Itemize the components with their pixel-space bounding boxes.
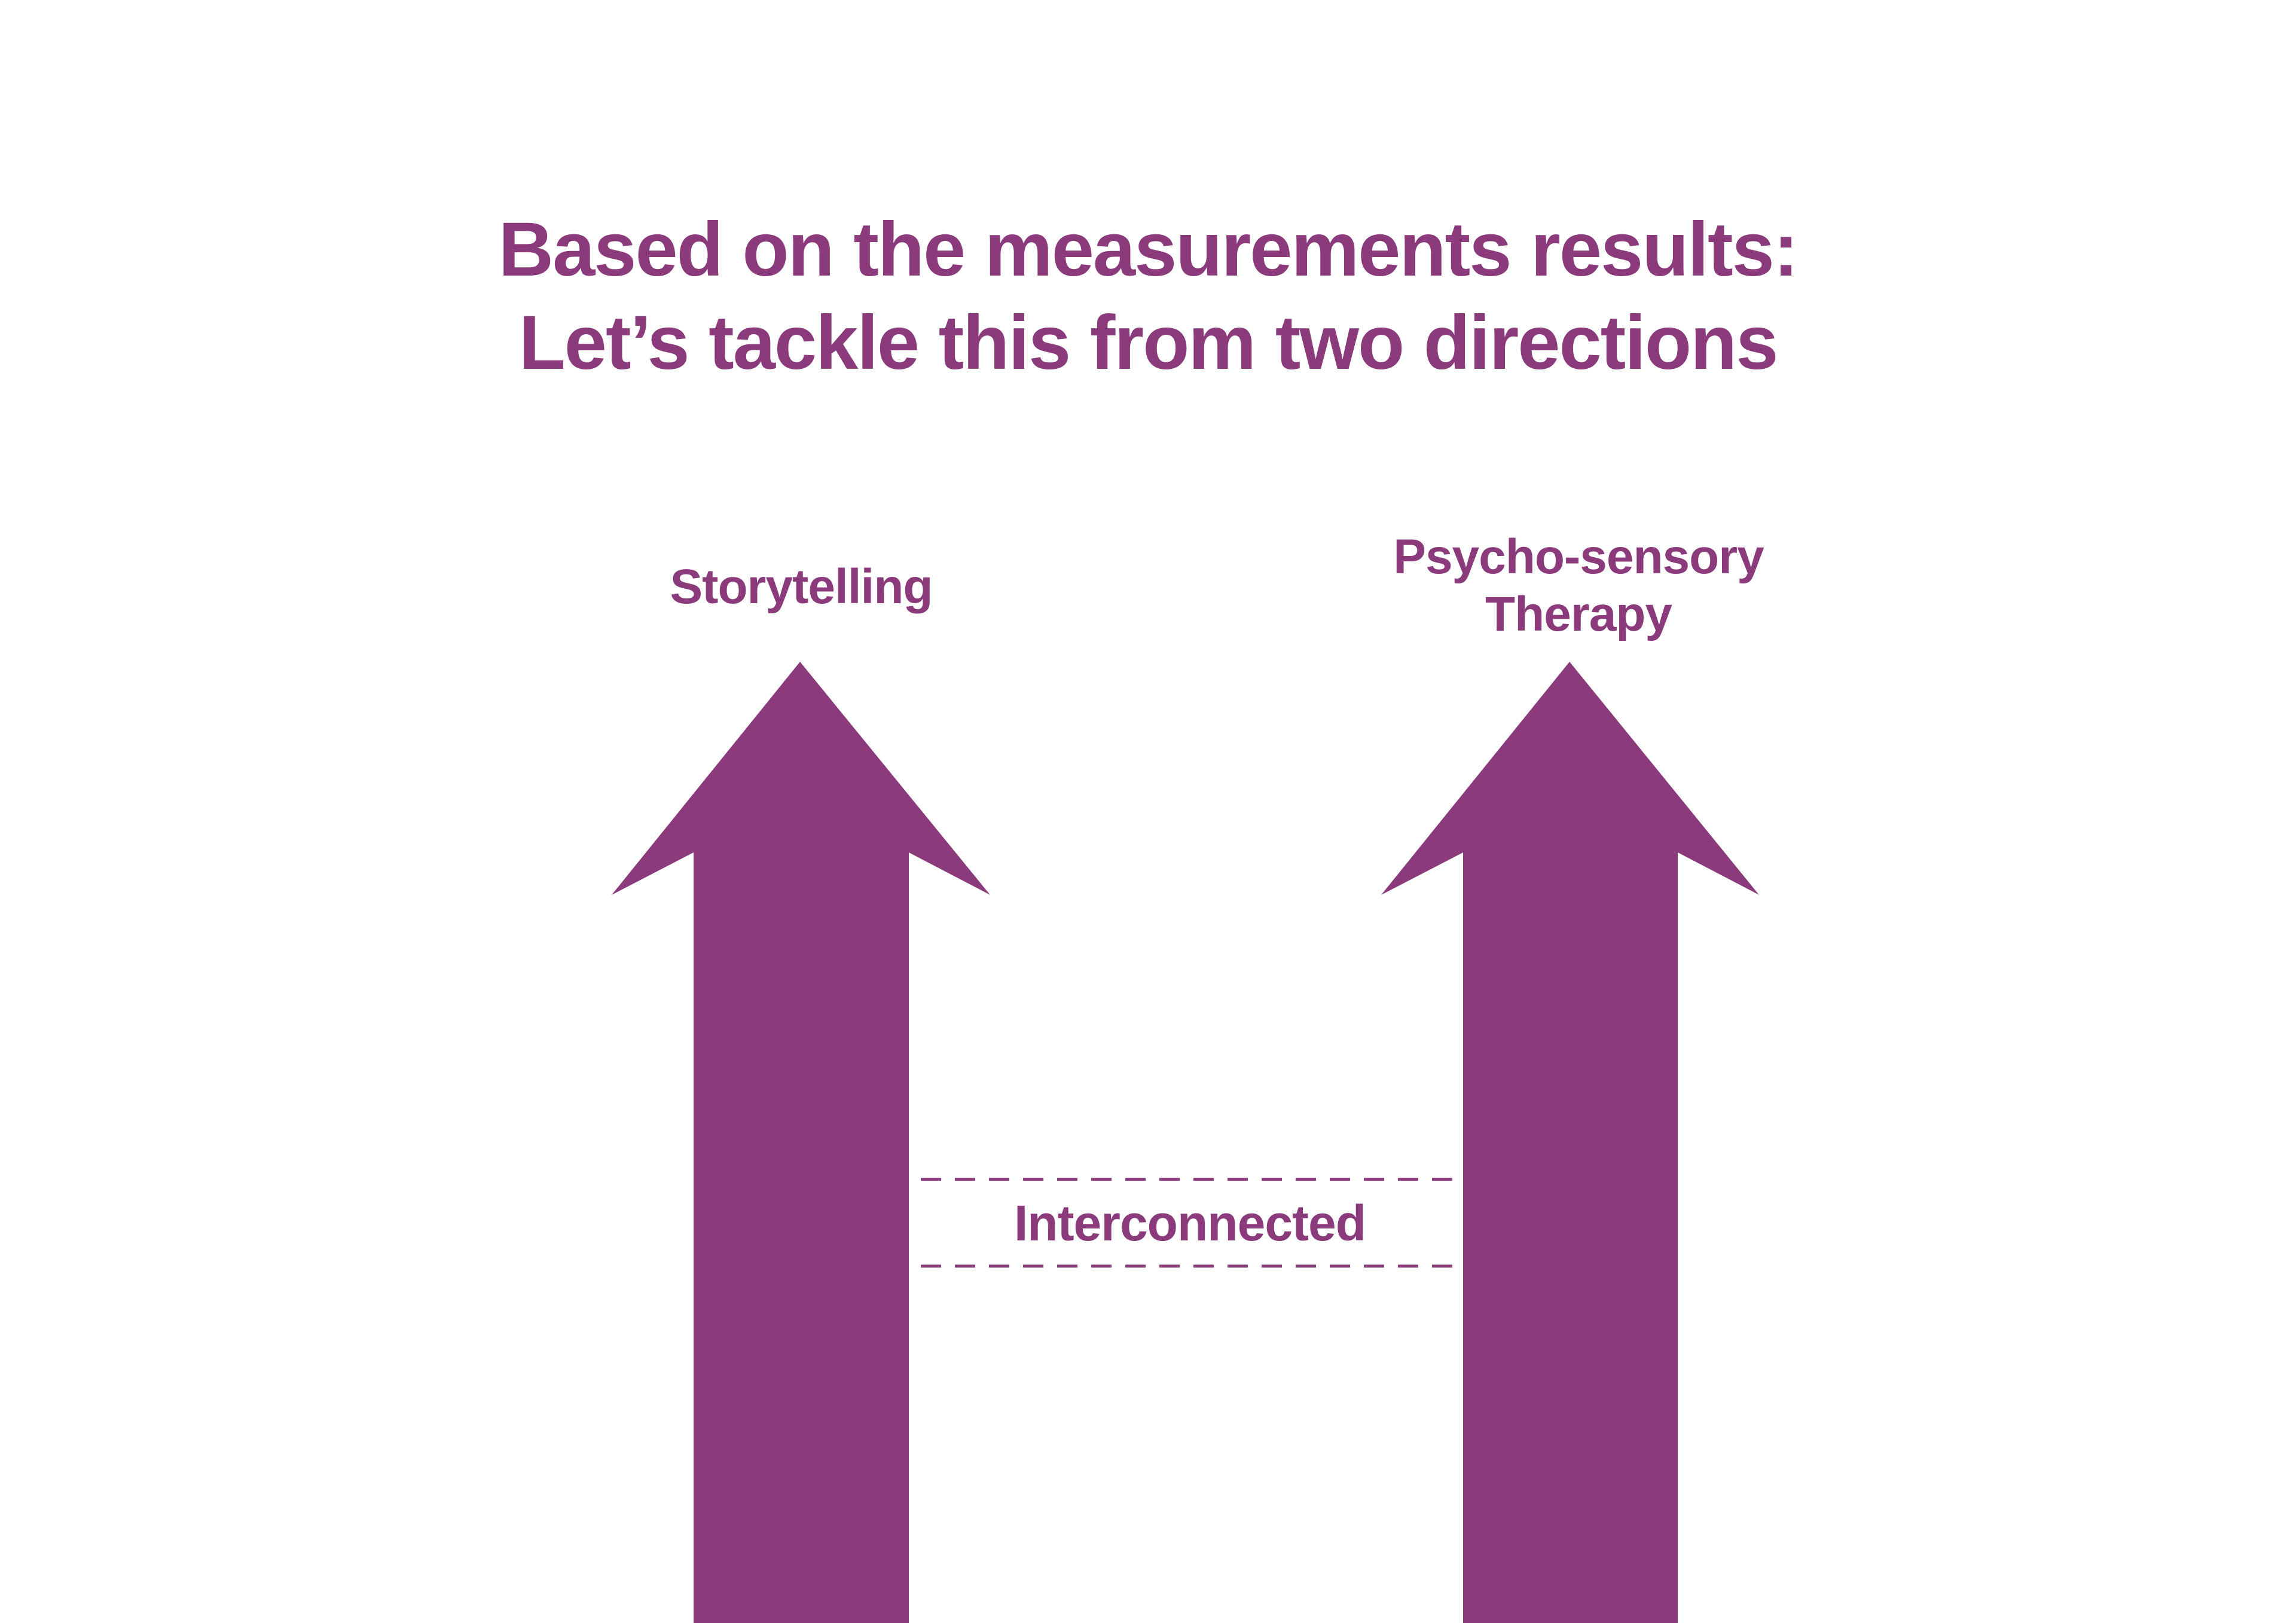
headline-line-1: Based on the measurements results:	[498, 207, 1799, 292]
storytelling-arrow	[612, 662, 990, 1623]
interconnected-label: Interconnected	[1013, 1195, 1366, 1251]
storytelling-label-line-1: Storytelling	[670, 560, 933, 614]
headline: Based on the measurements results: Let’s…	[0, 203, 2296, 390]
psycho-sensory-therapy-label: Psycho-sensory Therapy	[1339, 528, 1818, 643]
psycho-sensory-therapy-arrow	[1381, 662, 1759, 1623]
headline-line-2: Let’s tackle this from two directions	[518, 300, 1779, 386]
psycho-sensory-therapy-label-line-1: Psycho-sensory	[1393, 530, 1764, 584]
storytelling-label: Storytelling	[622, 558, 981, 616]
psycho-sensory-therapy-label-line-2: Therapy	[1485, 587, 1672, 641]
